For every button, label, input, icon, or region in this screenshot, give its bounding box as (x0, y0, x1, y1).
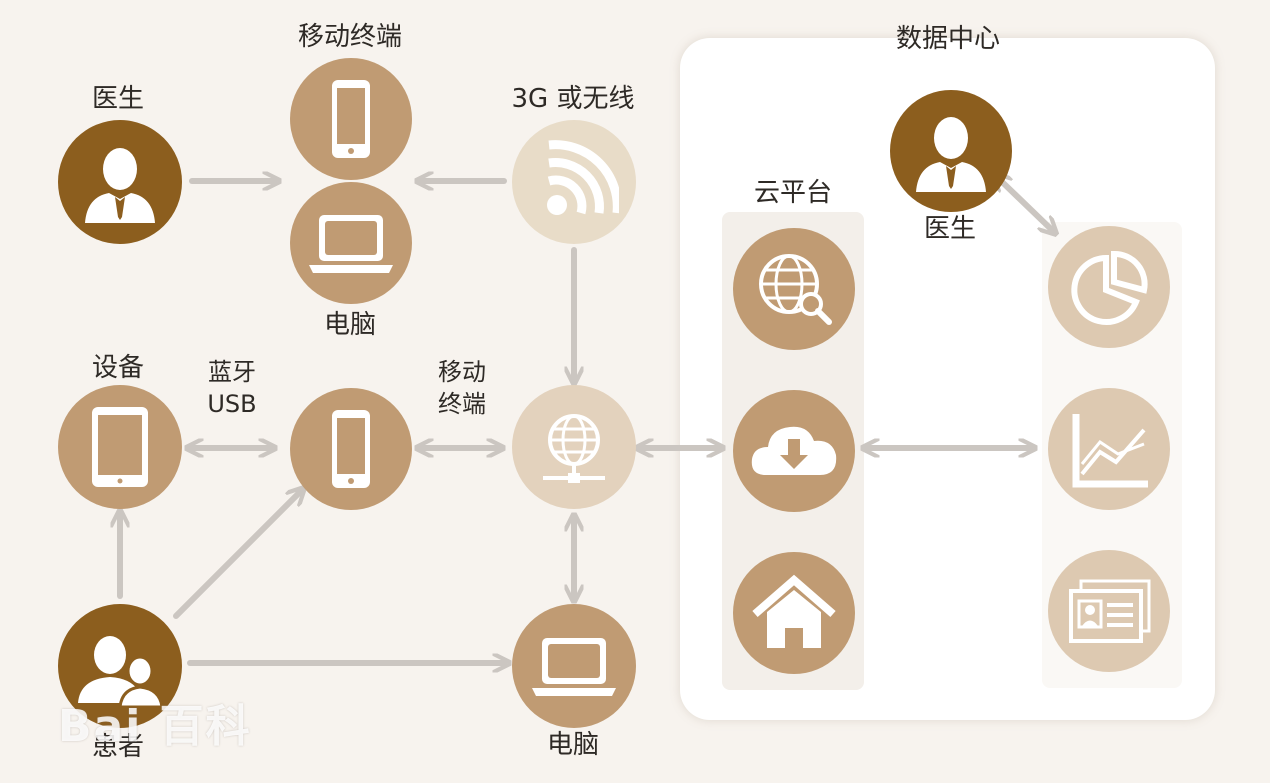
computer-top-label: 电脑 (323, 310, 377, 340)
mobile-top-node (290, 58, 412, 180)
laptop-icon (309, 215, 393, 273)
patients-icon (78, 636, 164, 709)
doctor-right-node (890, 90, 1012, 212)
device-label: 设备 (91, 353, 145, 383)
bluetooth-label: 蓝牙 (207, 358, 256, 386)
id-card-icon (1069, 579, 1151, 643)
line-chart-node (1048, 388, 1170, 510)
cloud-download-node (733, 390, 855, 512)
wireless-node (512, 120, 636, 244)
data-center-label: 数据中心 (895, 24, 1001, 54)
mobile-label: 移动 (438, 358, 486, 386)
mobile-mid-node (290, 388, 412, 510)
patient-label: 患者 (91, 732, 145, 762)
cloud-download-icon (751, 426, 837, 475)
computer-bottom-label: 电脑 (546, 730, 600, 760)
phone-icon (332, 410, 370, 488)
home-icon (752, 574, 836, 648)
terminal-label: 终端 (438, 390, 486, 419)
mobile-terminal-top-label: 移动终端 (297, 22, 403, 52)
device-node (58, 385, 182, 509)
globe-search-icon (759, 254, 832, 325)
cloud-platform-label: 云平台 (753, 178, 833, 208)
doctor-icon (916, 117, 986, 192)
hub-node (512, 385, 636, 509)
pie-chart-node (1048, 226, 1170, 348)
cloud-search-node (733, 228, 855, 350)
patient-node (58, 604, 182, 728)
bluetooth-usb-label: 蓝牙 USB (207, 356, 256, 421)
computer-bottom-node (512, 604, 636, 728)
home-node (733, 552, 855, 674)
baidu-watermark: Bai 百科 (58, 701, 252, 752)
doctor-left-node (58, 120, 182, 244)
usb-label: USB (207, 390, 257, 419)
line-chart-icon (1072, 414, 1148, 488)
arrow-doctor-pie (998, 178, 1052, 230)
computer-top-node (290, 182, 412, 304)
id-card-node (1048, 550, 1170, 672)
arrow-patient-to-mobile (173, 492, 300, 619)
doctor-left-label: 医生 (91, 84, 145, 114)
pie-chart-icon (1071, 250, 1148, 325)
tablet-icon (92, 407, 148, 487)
phone-icon (332, 80, 370, 158)
wifi-icon (547, 140, 619, 215)
doctor-right-label: 医生 (923, 214, 977, 244)
wireless-label: 3G 或无线 (511, 84, 635, 114)
mobile-terminal-mid-label: 移动 终端 (438, 356, 486, 421)
doctor-icon (85, 148, 155, 223)
laptop-icon (532, 638, 616, 696)
network-globe-icon (543, 414, 605, 483)
